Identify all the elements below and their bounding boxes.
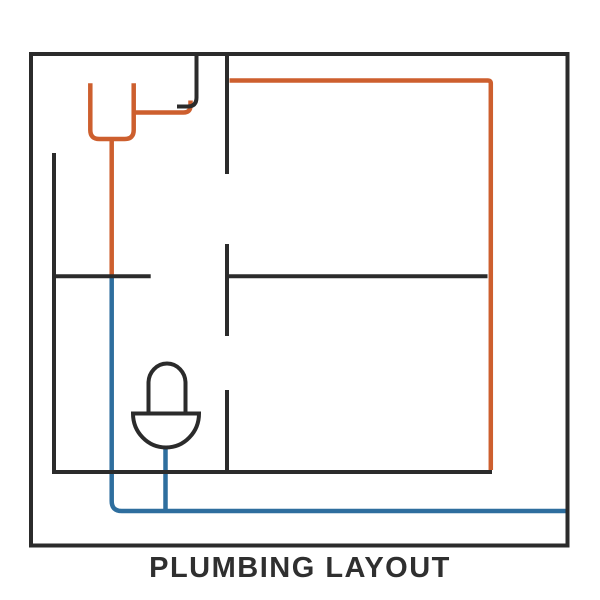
door-jamb-wall [177,54,199,109]
cold-drain-main [109,276,566,514]
outer-wall [29,52,570,548]
cold-water-layer [109,276,566,514]
fixture-layer [130,361,202,450]
toilet-bowl [130,411,202,450]
water-heater-outline [88,83,136,142]
diagram-title: PLUMBING LAYOUT [149,552,451,584]
hot-supply-main [229,78,494,470]
toilet-tank [146,361,188,413]
walls-layer [29,52,570,548]
left-and-bottom-interior-wall [52,153,492,474]
